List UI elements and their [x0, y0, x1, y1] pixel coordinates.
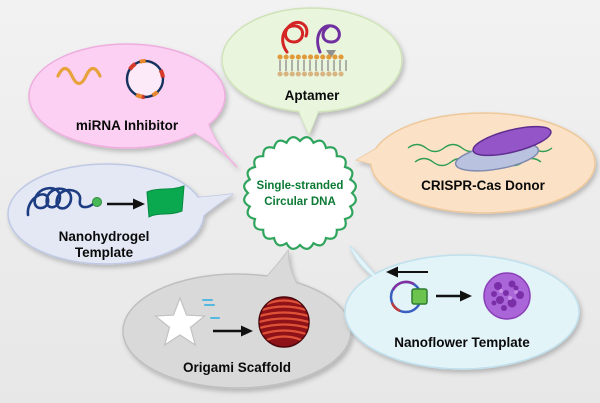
cas-protein-icon — [454, 125, 552, 172]
center-label-line1: Single-stranded — [257, 180, 344, 192]
bubble-origami-label: Origami Scaffold — [183, 360, 291, 375]
bubble-aptamer: Aptamer — [221, 7, 403, 136]
bubble-nanoflower: Nanoflower Template — [344, 245, 580, 370]
bubble-nanoflower-label: Nanoflower Template — [394, 335, 530, 350]
bubble-mirna-body — [28, 43, 226, 149]
rolling-circle-arrow-icon — [386, 266, 428, 278]
bubble-nanohydrogel-label-line2: Template — [75, 245, 134, 260]
rna-strand-icon — [56, 66, 102, 86]
center-label-line2: Circular DNA — [264, 196, 336, 208]
aptamer-loop-icon — [281, 20, 341, 58]
bubble-aptamer-label: Aptamer — [285, 88, 341, 103]
bubble-origami: Origami Scaffold — [122, 248, 352, 389]
center-wavy-ring — [243, 136, 357, 250]
center-node: Single-stranded Circular DNA — [243, 136, 357, 250]
plasmid-icon — [389, 280, 428, 314]
bubble-crispr-label: CRISPR-Cas Donor — [421, 178, 546, 193]
arrow-icon — [213, 325, 253, 337]
bubble-mirna: miRNA Inhibitor — [28, 43, 238, 168]
nanoflower-icon — [483, 272, 531, 320]
bubble-nanohydrogel-label-line1: Nanohydrogel — [59, 229, 150, 244]
bubble-mirna-label: miRNA Inhibitor — [76, 118, 179, 133]
arrow-icon — [436, 290, 472, 302]
bubble-crispr: CRISPR-Cas Donor — [355, 112, 596, 214]
bubble-nanoflower-body — [344, 254, 580, 370]
origami-sphere-icon — [258, 296, 310, 348]
hydrogel-flag-icon — [146, 185, 185, 218]
mirna-sponge-icon — [125, 59, 165, 99]
lipid-membrane-icon — [277, 54, 349, 77]
bubble-nanohydrogel: Nanohydrogel Template — [7, 163, 234, 265]
star-template-icon — [153, 296, 220, 347]
polymer-chain-icon — [26, 186, 102, 217]
arrow-icon — [107, 198, 145, 210]
